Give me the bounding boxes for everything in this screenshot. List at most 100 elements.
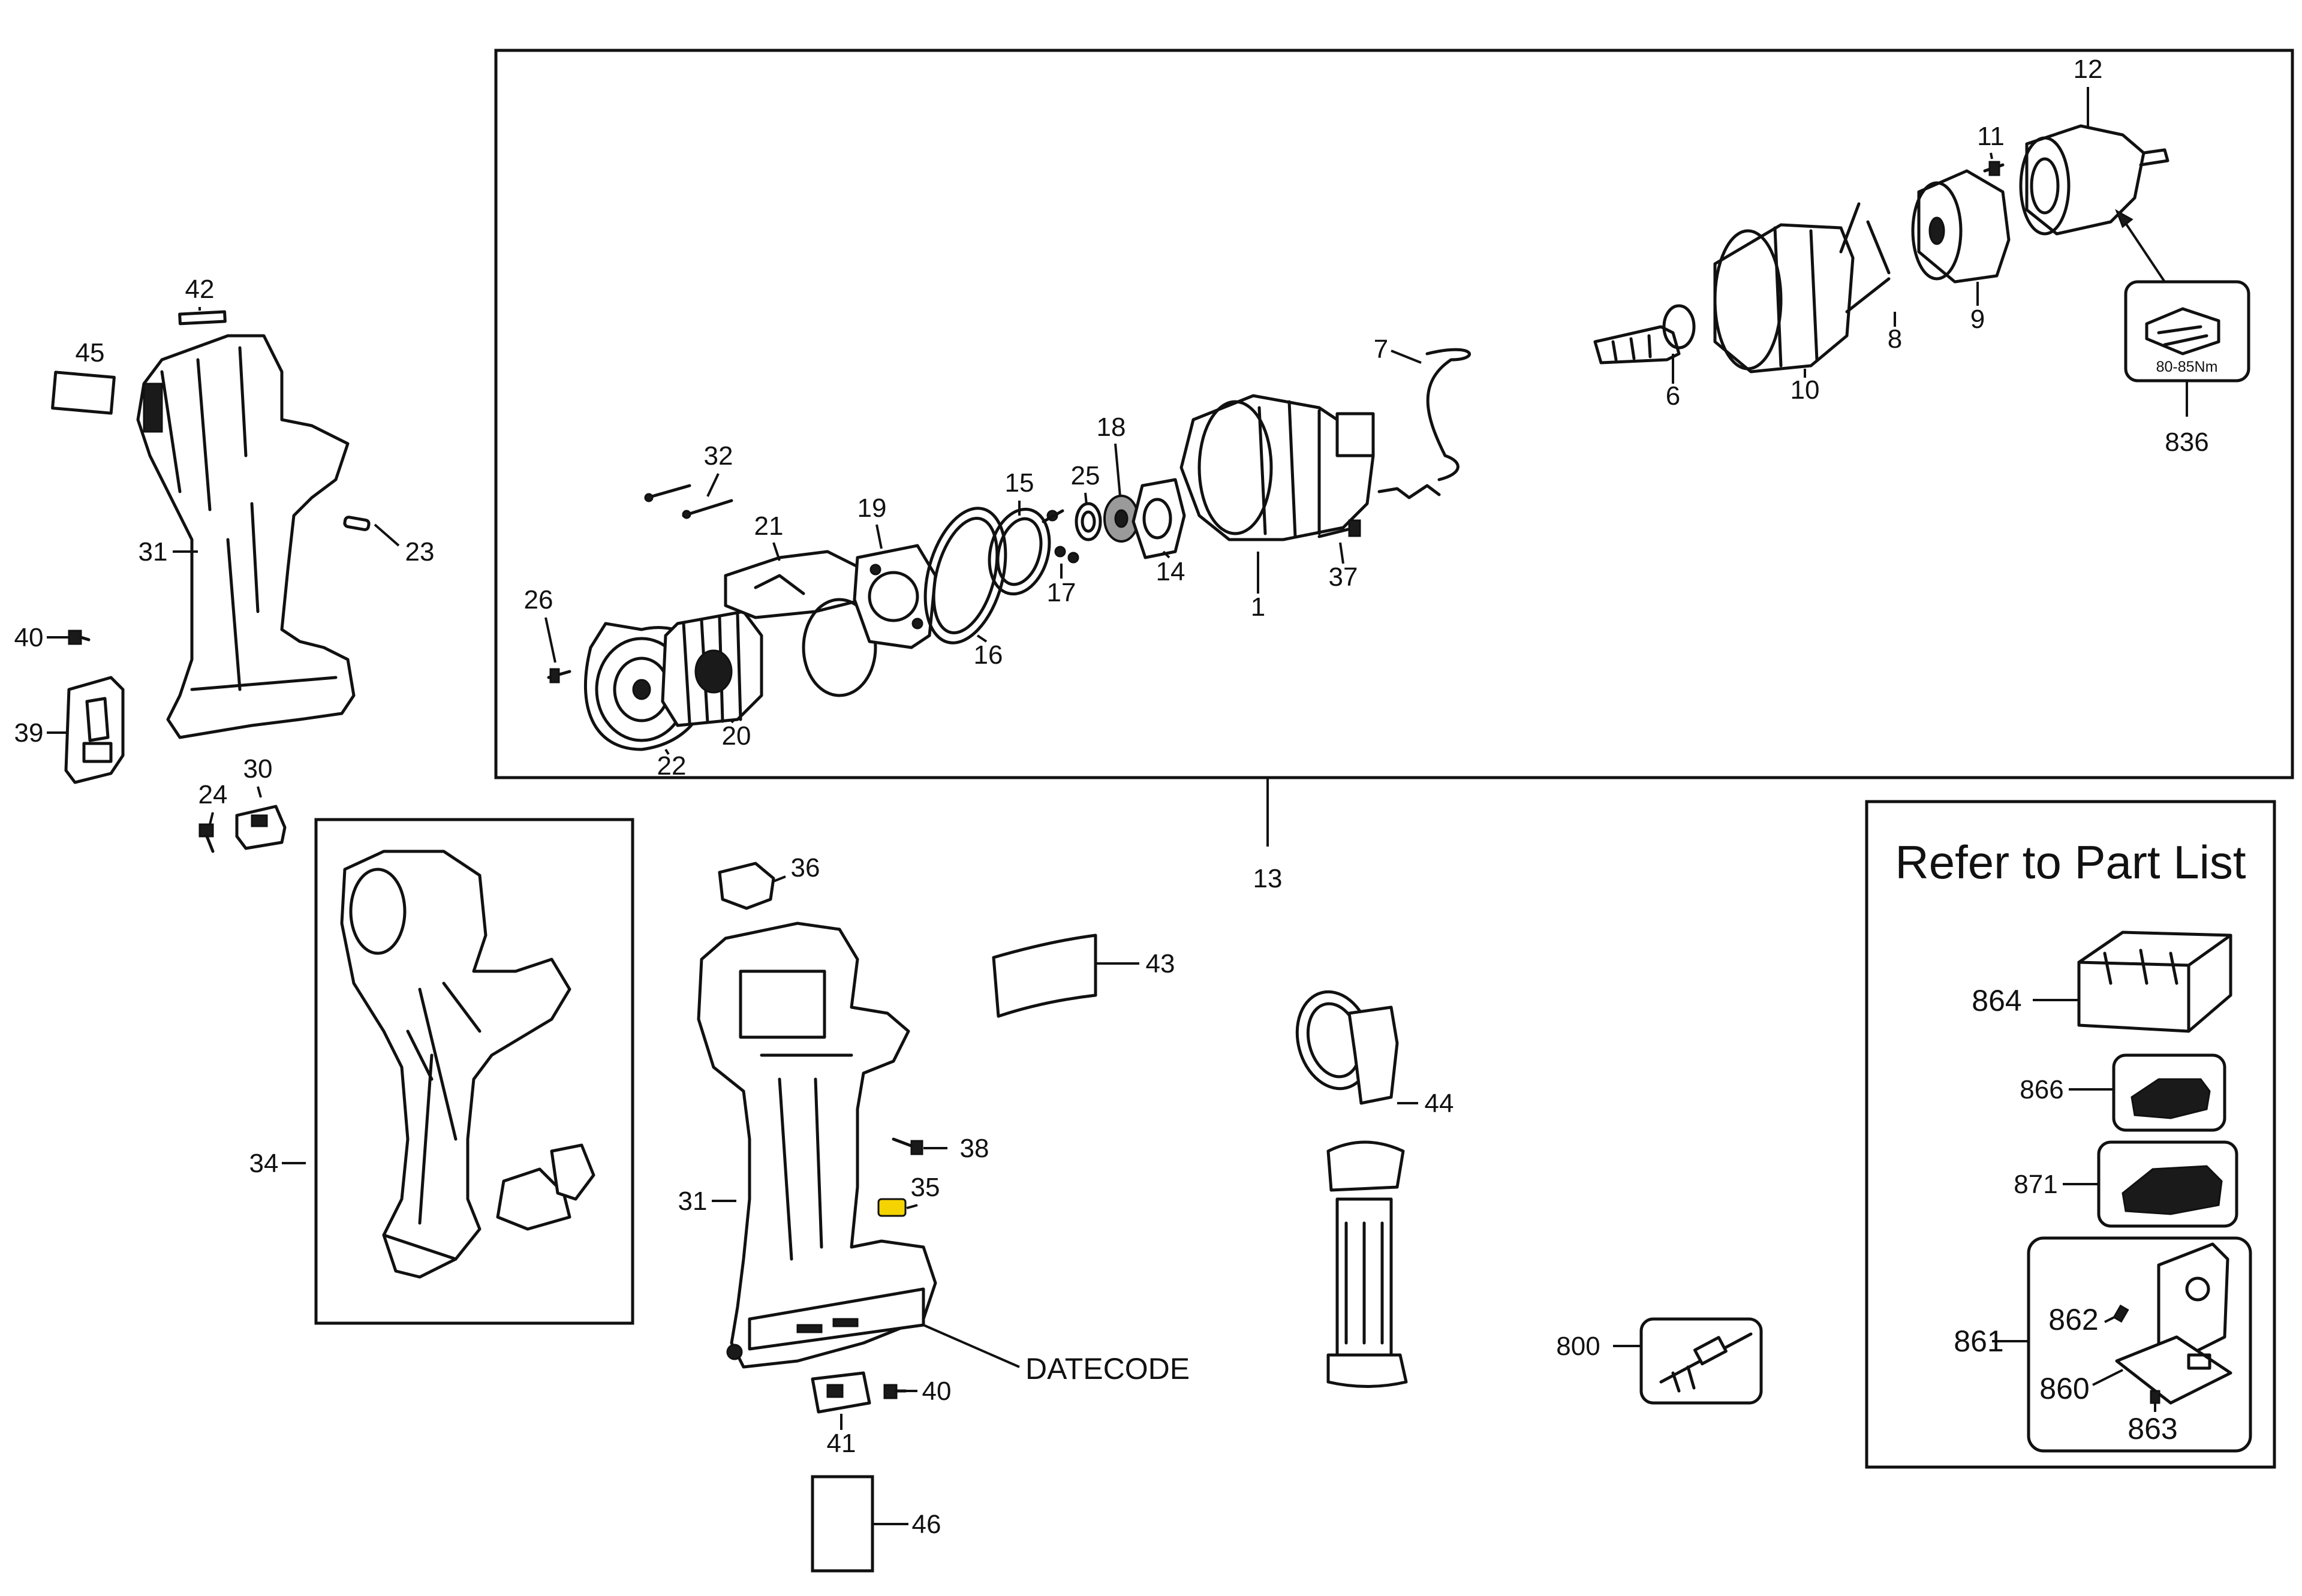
label-836: 836: [2165, 427, 2208, 457]
switch-plate-part: [235, 805, 287, 850]
label-16: 16: [974, 640, 1003, 670]
label-25: 25: [1071, 461, 1100, 490]
battery-871-part: [2122, 1165, 2223, 1215]
housing-left-part: [136, 334, 356, 739]
label-17: 17: [1047, 578, 1076, 607]
label-864: 864: [1972, 984, 2021, 1017]
gearbox-assembly-frame: [494, 49, 2294, 779]
light-41-part: [811, 1371, 871, 1414]
label-20: 20: [722, 721, 751, 751]
label-32: 32: [704, 441, 733, 471]
label-871: 871: [2014, 1170, 2057, 1199]
spring-clip-part: [1377, 348, 1471, 499]
label-14: 14: [1156, 557, 1185, 586]
refer-to-part-list: Refer to Part List: [1895, 836, 2246, 889]
motor-part: [661, 610, 763, 727]
label-7: 7: [1374, 335, 1388, 364]
label-30: 30: [243, 754, 273, 784]
label-43: 43: [1146, 949, 1175, 978]
clutch-housing-part: [1713, 223, 1855, 374]
side-handle-part: [1295, 990, 1408, 1388]
spring-24-part: [198, 823, 215, 853]
ring-part: [988, 507, 1051, 596]
label-19: 19: [857, 493, 887, 523]
chuck-screw-part: [1983, 161, 2005, 176]
wire-clip-part: [644, 484, 733, 519]
label-plate-part: [178, 310, 227, 326]
label-31-lower: 31: [678, 1187, 708, 1216]
washer-part: [1075, 502, 1102, 541]
manual-46-part: [811, 1475, 874, 1573]
label-38: 38: [960, 1134, 989, 1163]
screw-862-part: [2113, 1304, 2129, 1323]
belt-hook-part: [64, 676, 125, 784]
label-37: 37: [1329, 562, 1358, 592]
label-40-upper: 40: [14, 623, 44, 652]
label-44: 44: [1425, 1089, 1454, 1118]
label-9: 9: [1970, 305, 1985, 334]
label-39: 39: [14, 718, 44, 748]
gear-case-part: [1179, 394, 1375, 541]
pin-part: [1042, 509, 1079, 564]
label-18: 18: [1097, 412, 1126, 442]
label-34: 34: [249, 1149, 279, 1178]
bit-holder-800-box: [1639, 1317, 1763, 1405]
label-31-upper: 31: [139, 537, 168, 567]
rotor-plate-part: [853, 544, 937, 649]
label-866: 866: [2020, 1075, 2063, 1104]
assembly-34-frame: [314, 818, 634, 1325]
label-45: 45: [76, 338, 105, 368]
label-23: 23: [405, 537, 435, 567]
label-12: 12: [2074, 55, 2103, 84]
label-41: 41: [827, 1429, 856, 1458]
housing-right-part: [697, 922, 937, 1369]
battery-866-part: [2131, 1078, 2211, 1119]
label-6: 6: [1666, 381, 1680, 411]
collar-part: [1911, 169, 2011, 284]
screw-part: [547, 668, 571, 683]
chuck-part: [2019, 124, 2169, 236]
torque-tool-box: 80-85Nm: [2124, 280, 2250, 383]
label-46: 46: [912, 1510, 941, 1539]
screw-40-lower-part: [883, 1384, 907, 1399]
battery-866-box: [2112, 1053, 2226, 1132]
label-1: 1: [1251, 592, 1265, 622]
screw-863-part: [2150, 1390, 2160, 1404]
label-40-lower: 40: [922, 1377, 952, 1406]
case-screw-part: [1317, 519, 1361, 538]
baffle-ring-part: [923, 507, 1007, 645]
label-800: 800: [1556, 1332, 1600, 1361]
thrust-plate-part: [1132, 478, 1186, 559]
label-26: 26: [524, 585, 553, 615]
clutch-pin-part: [1839, 202, 1891, 314]
label-13: 13: [1253, 864, 1283, 893]
kit-box-864-part: [2077, 931, 2232, 1033]
label-861: 861: [1954, 1324, 2003, 1358]
case-861-box: [2027, 1236, 2252, 1453]
label-862: 862: [2048, 1303, 2098, 1336]
label-8: 8: [1888, 324, 1902, 354]
label-43-part: [992, 933, 1097, 1018]
label-24: 24: [198, 780, 228, 809]
case-861-part: [2115, 1242, 2232, 1405]
cap-36-part: [718, 862, 775, 910]
label-15: 15: [1005, 468, 1034, 498]
label-35: 35: [911, 1173, 940, 1202]
assembled-housing-part: [340, 850, 595, 1279]
led-35-part: [877, 1198, 907, 1217]
label-863: 863: [2128, 1412, 2177, 1446]
datecode-label: DATECODE: [1025, 1352, 1190, 1386]
part-list-frame: [1865, 800, 2276, 1469]
label-860: 860: [2039, 1372, 2089, 1405]
label-21: 21: [754, 511, 784, 541]
bit-holder-800-part: [1659, 1332, 1753, 1393]
nameplate-part: [51, 371, 116, 415]
label-10: 10: [1791, 375, 1820, 405]
spindle-part: [1593, 304, 1696, 365]
label-11: 11: [1977, 122, 2005, 151]
torque-text: 80-85Nm: [2156, 359, 2218, 375]
pin-23-part: [343, 516, 371, 531]
screw-40-upper-part: [68, 630, 91, 645]
screw-38-part: [892, 1137, 923, 1155]
